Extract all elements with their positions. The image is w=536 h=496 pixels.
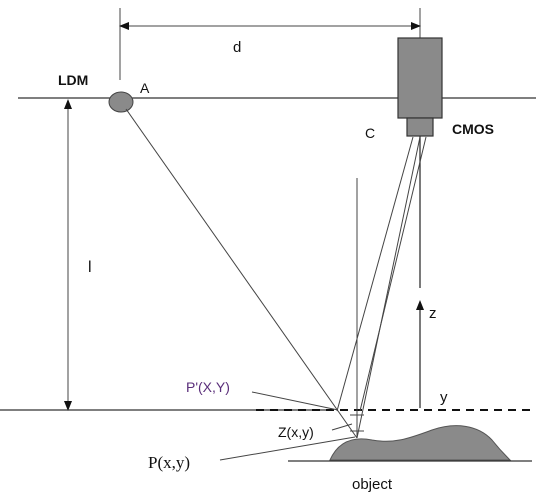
laser-diode-icon: [108, 91, 134, 113]
cmos-camera-lens: [406, 117, 434, 137]
p-prime-label: P'(X,Y): [186, 379, 230, 395]
z-leader: [331, 423, 353, 431]
point-c-label: C: [365, 125, 375, 141]
object-label: object: [352, 476, 393, 493]
laser-beam: [125, 108, 358, 439]
z-axis-label: z: [429, 305, 437, 322]
camera-ray-3: [359, 136, 427, 412]
l-label: l: [88, 259, 92, 276]
z-xy-label: Z(x,y): [278, 424, 314, 440]
point-a-label: A: [140, 80, 150, 96]
object-shape: [329, 425, 512, 461]
cmos-camera-body: [397, 37, 443, 119]
p-leader: [219, 436, 356, 461]
cmos-label: CMOS: [452, 121, 494, 137]
p-xy-label: P(x,y): [148, 453, 190, 472]
p-prime-leader: [251, 391, 339, 411]
ldm-label: LDM: [58, 72, 88, 88]
y-axis-label: y: [440, 389, 448, 406]
camera-ray-1: [336, 136, 414, 412]
d-label: d: [233, 39, 241, 56]
camera-ray-2: [356, 136, 421, 439]
